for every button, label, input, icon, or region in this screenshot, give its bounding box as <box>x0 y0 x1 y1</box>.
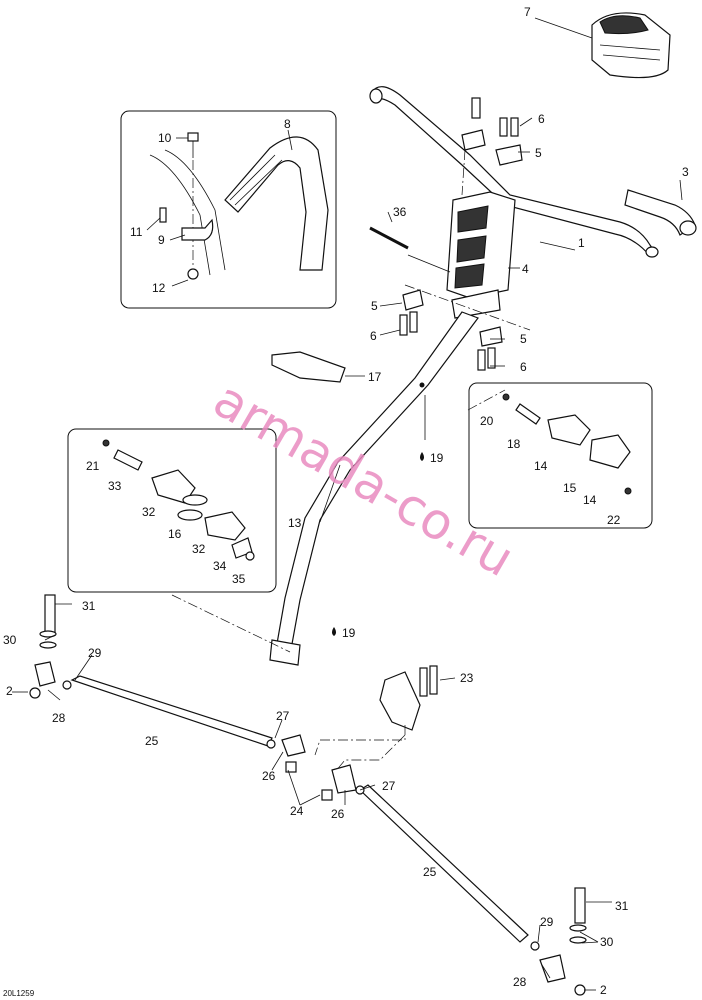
callout-32-bottom: 32 <box>192 542 206 556</box>
part-8-grab-handle <box>224 136 329 271</box>
callout-10: 10 <box>158 131 172 145</box>
callout-26-upper: 26 <box>262 769 276 783</box>
callout-13: 13 <box>288 516 302 530</box>
callout-11: 11 <box>130 225 143 239</box>
callout-labels: 7 8 10 6 5 3 36 11 9 1 4 12 5 6 5 6 17 2… <box>3 5 689 997</box>
grease-drop-icon <box>420 452 424 461</box>
inset-box-left-tie-end <box>67 428 277 593</box>
callout-8: 8 <box>284 117 291 131</box>
callout-27-lower: 27 <box>382 779 396 793</box>
part-36-rod <box>369 226 409 250</box>
callout-29-left: 29 <box>88 646 102 660</box>
callout-35: 35 <box>232 572 246 586</box>
callout-15: 15 <box>563 481 577 495</box>
inset-box-right-tie-end <box>468 382 653 529</box>
callout-36: 36 <box>393 205 407 219</box>
callout-7: 7 <box>524 5 531 19</box>
part-11-pin <box>159 207 167 223</box>
callout-25-upper: 25 <box>145 734 159 748</box>
callout-30-right: 30 <box>600 935 614 949</box>
callout-1: 1 <box>578 236 585 250</box>
part-17-plate <box>271 351 346 383</box>
inset-tube-outline <box>149 149 226 276</box>
upper-clamp-bolts <box>461 97 523 166</box>
part-25-tie-rod-upper <box>29 594 306 773</box>
callout-14-bottom: 14 <box>583 493 597 507</box>
callout-29-right: 29 <box>540 915 554 929</box>
callout-18: 18 <box>507 437 521 451</box>
callout-30-left: 30 <box>3 633 17 647</box>
callout-16: 16 <box>168 527 182 541</box>
part-7-cover <box>591 12 671 79</box>
callout-26-lower: 26 <box>331 807 345 821</box>
callout-31-left: 31 <box>82 599 96 613</box>
inset-left-parts <box>102 439 255 561</box>
grease-point-upper <box>419 382 425 388</box>
callout-21: 21 <box>86 459 100 473</box>
callout-2-right: 2 <box>600 983 607 997</box>
part-1-handlebar <box>369 86 659 258</box>
callout-34: 34 <box>213 559 227 573</box>
callout-2-left: 2 <box>6 684 13 698</box>
part-3-grip <box>624 189 697 236</box>
callout-6-right: 6 <box>520 360 527 374</box>
callout-24: 24 <box>290 804 304 818</box>
leader-lines <box>12 117 683 991</box>
part-12-nut <box>187 268 199 280</box>
callout-27-upper: 27 <box>276 709 290 723</box>
lower-clamps <box>399 289 503 371</box>
callout-6-top: 6 <box>538 112 545 126</box>
callout-19-lower: 19 <box>342 626 356 640</box>
callout-6-left: 6 <box>370 329 377 343</box>
callout-19-upper: 19 <box>430 451 444 465</box>
callout-28-left: 28 <box>52 711 66 725</box>
part-4-riser-block <box>446 191 516 299</box>
drawing-code: 20L1259 <box>3 989 35 998</box>
grease-drop-icon <box>332 627 336 636</box>
callout-5-right: 5 <box>520 332 527 346</box>
callout-25-lower: 25 <box>423 865 437 879</box>
callout-17: 17 <box>368 370 382 384</box>
part-23-bracket <box>379 665 438 731</box>
callout-33: 33 <box>108 479 122 493</box>
part-25-tie-rod-lower <box>321 764 587 996</box>
callout-32-top: 32 <box>142 505 156 519</box>
callout-12: 12 <box>152 281 166 295</box>
callout-20: 20 <box>480 414 494 428</box>
callout-23: 23 <box>460 671 474 685</box>
callout-22: 22 <box>607 513 621 527</box>
bracket-to-rod-dash <box>314 725 406 773</box>
callout-31-right: 31 <box>615 899 629 913</box>
part-9-clamp <box>181 218 214 241</box>
callout-9: 9 <box>158 233 165 247</box>
callout-3: 3 <box>682 165 689 179</box>
part-10-bolt <box>187 132 199 158</box>
inset-right-parts <box>502 393 632 495</box>
callout-14-top: 14 <box>534 459 548 473</box>
callout-28-right: 28 <box>513 975 527 989</box>
inset-box-handlebar-clamp <box>120 110 337 309</box>
callout-5-top: 5 <box>535 146 542 160</box>
callout-5-left: 5 <box>371 299 378 313</box>
callout-4: 4 <box>522 262 529 276</box>
